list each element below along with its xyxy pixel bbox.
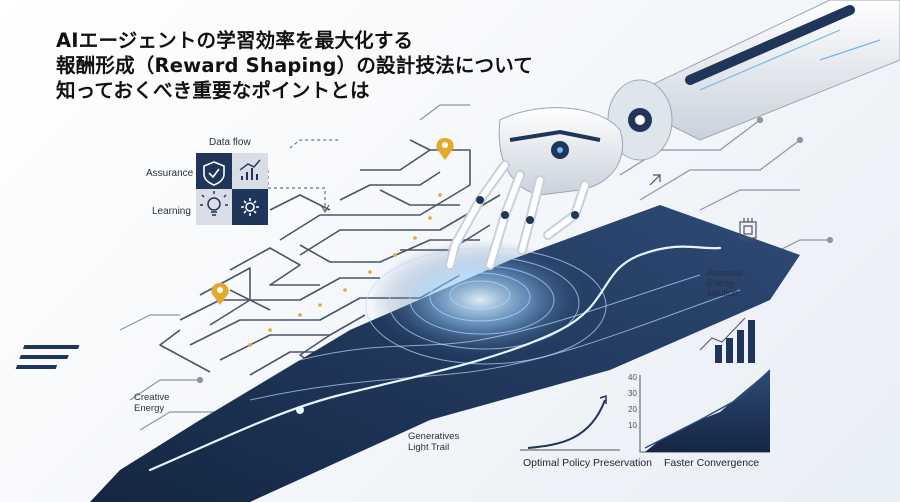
y-tick-30: 30	[628, 389, 637, 398]
chip-icon	[739, 218, 757, 242]
robot-arm	[607, 0, 900, 161]
y-tick-20: 20	[628, 405, 637, 414]
learning-label: Learning	[152, 206, 191, 217]
optimal-policy-chart	[520, 394, 620, 451]
potential-energy-line-3: solution	[707, 288, 739, 298]
potential-energy-line-2: Energy	[707, 278, 736, 288]
y-tick-40: 40	[628, 373, 637, 382]
faster-convergence-chart	[639, 369, 771, 453]
light-spark	[296, 406, 304, 414]
map-pin-icon	[211, 283, 229, 305]
robot-hand	[445, 107, 624, 270]
title-line-2: 報酬形成（Reward Shaping）の設計技法について	[56, 54, 534, 77]
generative-trail-label: Generatives Light Trail	[408, 431, 459, 453]
light-trail	[148, 245, 722, 472]
glow-center	[370, 240, 590, 360]
creative-line-2: Energy	[134, 403, 165, 414]
title-line-1: AIエージェントの学習効率を最大化する	[56, 29, 414, 52]
assurance-label: Assurance	[146, 168, 194, 179]
contour-lines	[249, 247, 741, 401]
shield-check-icon	[203, 161, 225, 186]
maze-path-dots	[248, 193, 442, 347]
faster-convergence-caption: Faster Convergence	[664, 457, 760, 469]
generative-line-1: Generatives	[408, 431, 460, 442]
convergence-y-ticks: 40 30 20 10	[628, 373, 637, 431]
trend-arrow	[649, 174, 661, 186]
optimal-policy-caption: Optimal Policy Preservation	[523, 457, 652, 469]
bar-chart-icon	[239, 159, 261, 180]
map-pin-icon	[436, 138, 454, 160]
y-tick-10: 10	[628, 421, 637, 430]
title-line-3: 知っておくべき重要なポイントとは	[56, 79, 370, 102]
mini-bar-chart	[715, 320, 755, 363]
page-title: AIエージェントの学習効率を最大化する 報酬形成（Reward Shaping）…	[56, 28, 534, 103]
gear-icon	[241, 198, 259, 216]
creative-energy-label: Creative Energy	[134, 392, 169, 414]
striped-panel	[15, 345, 80, 369]
data-flow-label: Data flow	[209, 137, 251, 148]
potential-energy-label: Potential- Energy solution	[707, 268, 745, 298]
generative-line-2: Light Trail	[408, 442, 450, 453]
lightbulb-icon	[200, 191, 228, 216]
potential-energy-line-1: Potential-	[707, 268, 746, 278]
creative-line-1: Creative	[134, 392, 170, 403]
